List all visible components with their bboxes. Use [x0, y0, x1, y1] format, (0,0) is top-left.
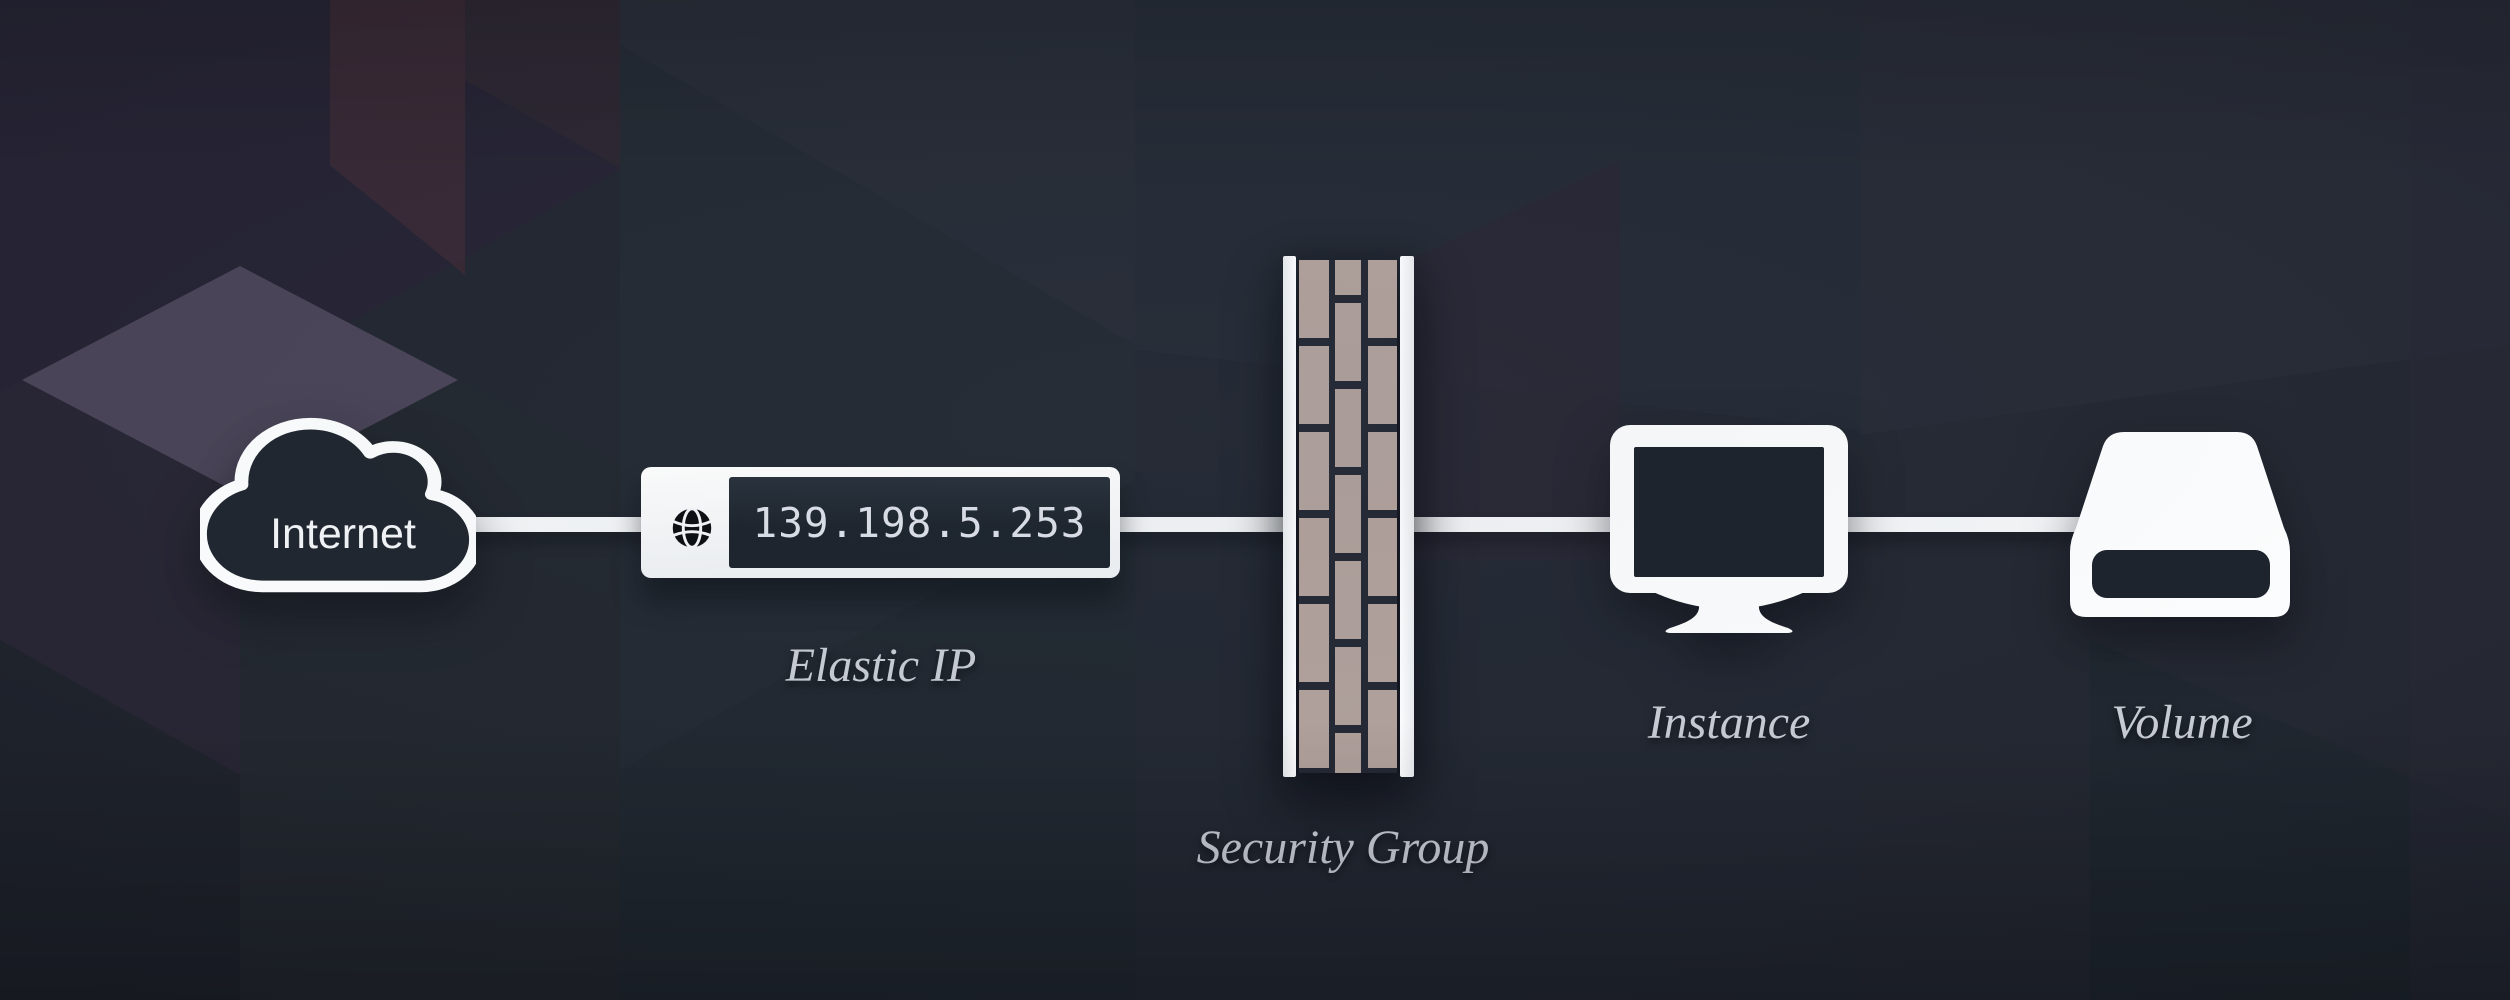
connector-instance-volume — [1842, 517, 2082, 532]
connector-elastic-ip-security-group — [1112, 517, 1290, 532]
brick-column — [1368, 260, 1397, 773]
wall-bricks — [1299, 260, 1397, 773]
wall-right-rail — [1400, 256, 1414, 777]
internet-label: Internet — [270, 510, 416, 558]
elastic-ip-box: 139.198.5.253 — [641, 467, 1120, 578]
volume-label: Volume — [2111, 696, 2253, 749]
monitor-icon — [1610, 425, 1848, 633]
firewall-brick-wall-icon — [1283, 256, 1414, 777]
wall-left-rail — [1283, 256, 1296, 777]
connector-security-group-instance — [1408, 517, 1620, 532]
connector-internet-elastic-ip — [455, 517, 655, 532]
instance-label: Instance — [1647, 696, 1811, 749]
brick-column — [1299, 260, 1329, 773]
ip-address: 139.198.5.253 — [752, 498, 1087, 547]
ip-address-display: 139.198.5.253 — [729, 477, 1110, 568]
elastic-ip-label: Elastic IP — [785, 639, 977, 692]
security-group-label: Security Group — [1196, 821, 1490, 874]
globe-icon — [672, 507, 712, 549]
hard-drive-icon — [2070, 432, 2290, 617]
brick-column — [1335, 260, 1361, 773]
cloud-icon — [200, 417, 476, 593]
